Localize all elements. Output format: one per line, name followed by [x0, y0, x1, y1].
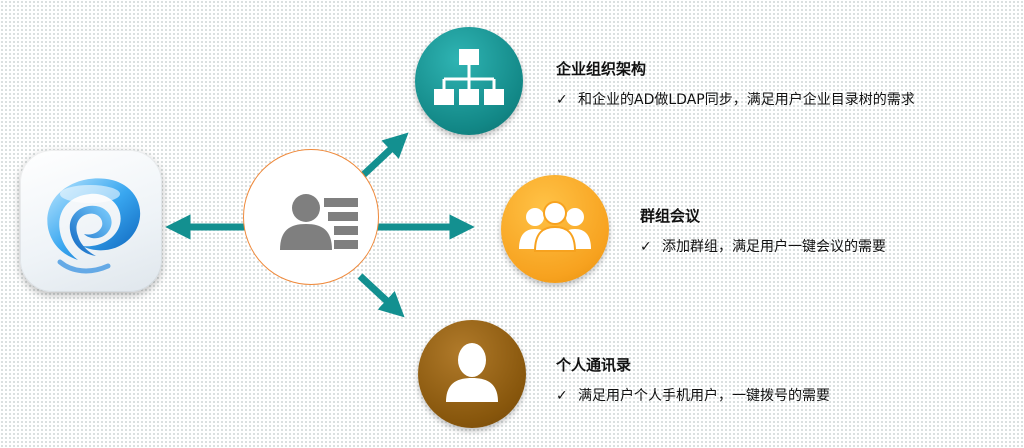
arrow-to-contact — [357, 273, 405, 318]
directory-hub — [243, 149, 379, 285]
group-meeting-label: 群组会议 ✓ 添加群组，满足用户一键会议的需要 — [640, 205, 886, 256]
feature-description: ✓ 添加群组，满足用户一键会议的需要 — [640, 236, 886, 256]
checkmark-icon: ✓ — [556, 388, 568, 404]
feature-description-text: 添加群组，满足用户一键会议的需要 — [662, 239, 886, 255]
app-logo — [20, 150, 162, 292]
feature-description-text: 满足用户个人手机用户，一键拨号的需要 — [578, 388, 830, 404]
feature-description: ✓ 和企业的AD做LDAP同步，满足用户企业目录树的需求 — [556, 89, 915, 109]
user-directory-icon — [280, 194, 358, 250]
swirl-app-logo-icon — [47, 178, 141, 274]
org-structure-label: 企业组织架构 ✓ 和企业的AD做LDAP同步，满足用户企业目录树的需求 — [556, 58, 915, 109]
arrow-to-org — [357, 132, 409, 181]
user-group-icon — [519, 201, 591, 252]
single-user-icon — [446, 343, 498, 402]
checkmark-icon: ✓ — [640, 239, 652, 255]
org-structure-node — [415, 27, 523, 135]
feature-title: 群组会议 — [640, 207, 701, 225]
feature-description: ✓ 满足用户个人手机用户，一键拨号的需要 — [556, 385, 830, 405]
personal-contacts-node — [418, 320, 526, 428]
checkmark-icon: ✓ — [556, 92, 568, 108]
group-meeting-node — [501, 175, 609, 283]
feature-description-text: 和企业的AD做LDAP同步，满足用户企业目录树的需求 — [578, 92, 915, 108]
feature-title: 企业组织架构 — [556, 60, 647, 78]
personal-contacts-label: 个人通讯录 ✓ 满足用户个人手机用户，一键拨号的需要 — [556, 354, 830, 405]
feature-title: 个人通讯录 — [556, 356, 632, 374]
org-chart-icon — [434, 49, 504, 105]
